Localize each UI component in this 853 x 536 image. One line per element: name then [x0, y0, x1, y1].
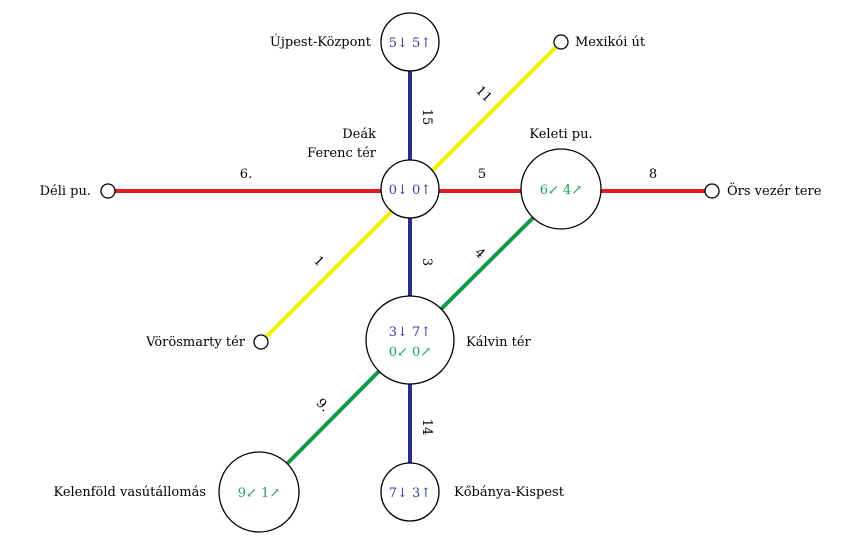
station-node-deli	[100, 183, 116, 199]
station-label-kelenfold: Kelenföld vasútállomás	[53, 485, 206, 500]
segment-label-4: 4	[471, 245, 487, 261]
segment-label-15: 15	[419, 109, 434, 126]
station-label-kobanya: Kőbánya-Kispest	[454, 485, 565, 500]
station-label-vorosmarty: Vörösmarty tér	[145, 335, 246, 350]
station-node-vorosmarty	[253, 334, 269, 350]
station-node-keleti	[520, 148, 602, 230]
segment-label-9: 9.	[313, 396, 332, 415]
count-deak: 0↓ 0↑	[389, 183, 431, 198]
station-node-deak	[380, 159, 440, 219]
station-label-mexikoi: Mexikói út	[575, 35, 646, 50]
station-node-kalvin	[365, 295, 455, 385]
segment-label-14: 14	[419, 419, 434, 436]
station-node-ors	[704, 183, 720, 199]
count-kobanya: 7↓ 3↑	[389, 486, 431, 501]
station-node-kelenfold	[218, 451, 300, 533]
count-kalvin-blue: 3↓ 7↑	[389, 325, 431, 340]
station-label-kalvin: Kálvin tér	[466, 335, 532, 350]
segment-label-1: 1	[310, 253, 326, 269]
count-kalvin-green: 0↙ 0↗	[389, 345, 431, 360]
segment-label-11: 11	[472, 83, 494, 105]
count-ujpest: 5↓ 5↑	[389, 36, 431, 51]
station-label-ujpest: Újpest-Központ	[270, 33, 372, 50]
station-label-deak-2: Ferenc tér	[307, 146, 377, 161]
segment-label-8: 8	[649, 167, 657, 182]
segment-label-5: 5	[478, 167, 486, 182]
station-label-deak-1: Deák	[342, 127, 376, 142]
station-label-keleti: Keleti pu.	[529, 127, 592, 142]
station-node-mexikoi	[553, 34, 569, 50]
count-kelenfold: 9↙ 1↗	[238, 486, 280, 501]
segment-label-6: 6.	[240, 167, 252, 182]
station-node-ujpest	[380, 12, 440, 72]
station-label-ors: Örs vezér tere	[727, 182, 822, 199]
segment-label-3: 3	[419, 258, 434, 266]
station-label-deli: Déli pu.	[40, 184, 91, 199]
station-node-kobanya	[380, 462, 440, 522]
count-keleti: 6↙ 4↗	[540, 183, 582, 198]
